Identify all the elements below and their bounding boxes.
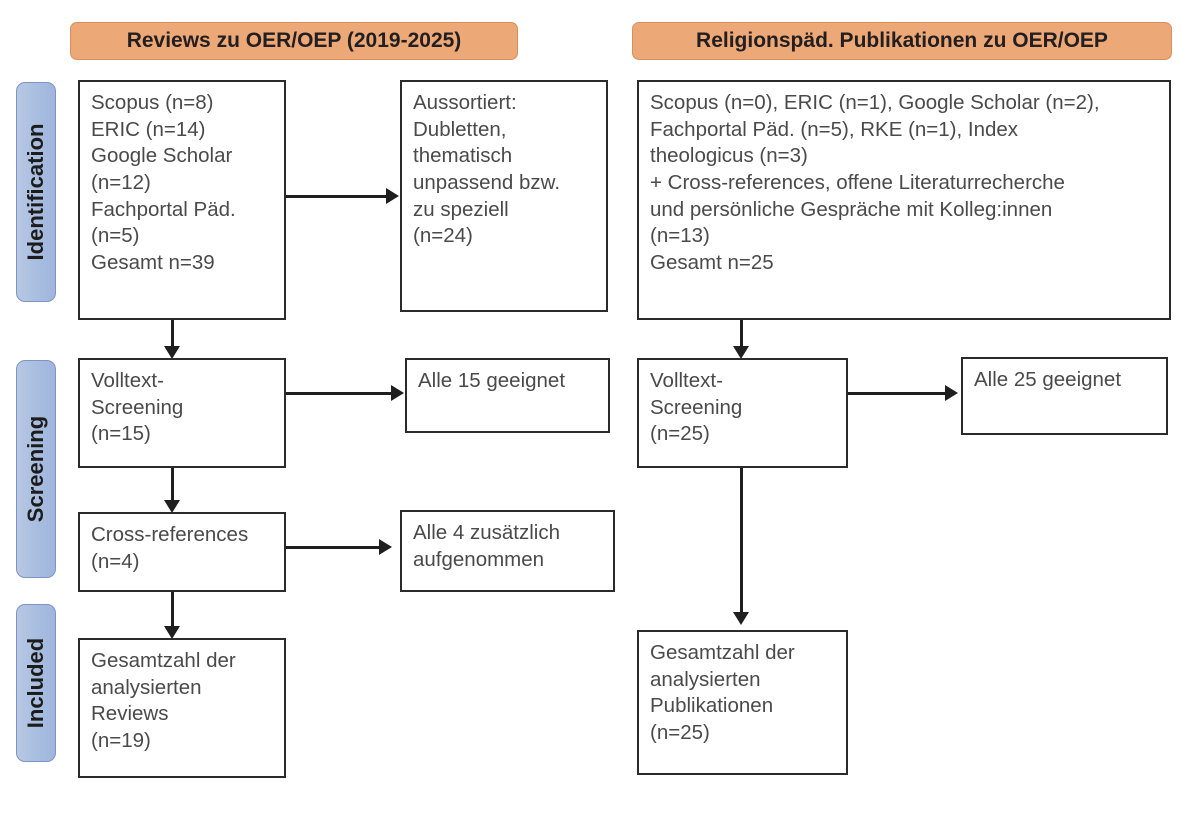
column-header-reviews: Reviews zu OER/OEP (2019-2025) — [70, 22, 518, 60]
column-header-reviews-label: Reviews zu OER/OEP (2019-2025) — [126, 29, 462, 52]
arrowhead-left-crossref-to-included — [164, 626, 180, 639]
box-left-included: Gesamtzahl der analysierten Reviews (n=1… — [78, 638, 286, 778]
stage-label-included: Included — [23, 637, 48, 729]
connector-left-identification-to-screening — [171, 320, 174, 352]
connector-left-crossref-to-result — [286, 546, 381, 549]
arrowhead-left-identification-to-excluded — [386, 188, 399, 204]
connector-right-identification-to-screening — [740, 320, 743, 352]
box-right-included: Gesamtzahl der analysierten Publikatione… — [637, 630, 848, 775]
box-right-identification: Scopus (n=0), ERIC (n=1), Google Scholar… — [637, 80, 1171, 320]
stage-band-screening: Screening — [16, 360, 56, 578]
box-left-identification: Scopus (n=8) ERIC (n=14) Google Scholar … — [78, 80, 286, 320]
arrowhead-left-screening-to-crossref — [164, 500, 180, 513]
box-right-screening-result: Alle 25 geeignet — [961, 357, 1168, 435]
arrowhead-right-identification-to-screening — [733, 346, 749, 359]
box-left-excluded: Aussortiert: Dubletten, thematisch unpas… — [400, 80, 608, 312]
column-header-religionspaed-label: Religionspäd. Publikationen zu OER/OEP — [696, 29, 1108, 52]
connector-left-crossref-to-included — [171, 592, 174, 634]
box-left-screening-result: Alle 15 geeignet — [405, 358, 610, 433]
connector-right-screening-to-included — [740, 468, 743, 620]
connector-right-screening-to-result — [848, 392, 947, 395]
stage-band-identification: Identification — [16, 82, 56, 302]
connector-left-identification-to-excluded — [286, 195, 388, 198]
stage-label-screening: Screening — [23, 415, 48, 523]
stage-band-included: Included — [16, 604, 56, 762]
column-header-religionspaed: Religionspäd. Publikationen zu OER/OEP — [632, 22, 1172, 60]
arrowhead-left-screening-to-result — [391, 385, 404, 401]
box-left-screening: Volltext- Screening (n=15) — [78, 358, 286, 468]
arrowhead-right-screening-to-included — [733, 612, 749, 625]
box-right-screening: Volltext- Screening (n=25) — [637, 358, 848, 468]
connector-left-screening-to-crossref — [171, 468, 174, 508]
arrowhead-left-crossref-to-result — [379, 539, 392, 555]
arrowhead-left-identification-to-screening — [164, 346, 180, 359]
connector-left-screening-to-result — [286, 392, 393, 395]
box-left-crossref-result: Alle 4 zusätzlich aufgenommen — [400, 510, 615, 592]
stage-label-identification: Identification — [23, 123, 48, 261]
arrowhead-right-screening-to-result — [945, 385, 958, 401]
box-left-crossref: Cross-references (n=4) — [78, 512, 286, 592]
